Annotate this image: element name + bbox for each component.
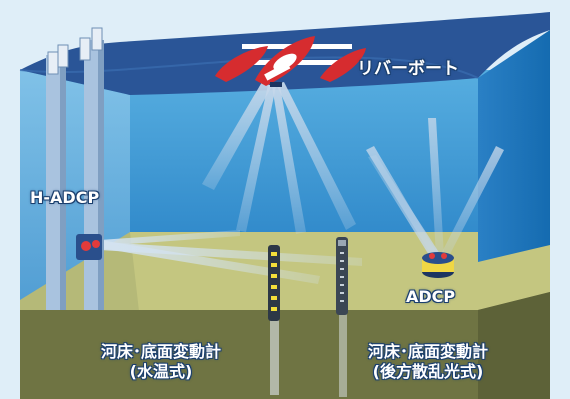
river-boat-label: リバーボート bbox=[357, 59, 459, 79]
bed-gauge-backscatter bbox=[336, 237, 348, 397]
adcp-device bbox=[422, 252, 454, 278]
bed-gauge-temperature-label-line2: (水温式) bbox=[129, 362, 193, 381]
river-boat-beams bbox=[202, 82, 356, 234]
sediment-layer bbox=[20, 292, 550, 399]
adcp-beams bbox=[366, 118, 504, 260]
bed-gauge-backscatter-label-line2: (後方散乱光式) bbox=[372, 362, 484, 381]
h-adcp-device bbox=[76, 234, 102, 260]
adcp-label: ADCP bbox=[406, 287, 456, 306]
sediment-side bbox=[478, 292, 550, 399]
river-boat bbox=[215, 36, 366, 87]
bed-gauge-backscatter-label: 河床･底面変動計 (後方散乱光式) bbox=[342, 342, 514, 382]
bed-gauge-temperature-label: 河床･底面変動計 (水温式) bbox=[86, 342, 236, 382]
bed-gauge-temperature bbox=[268, 245, 280, 395]
h-adcp-label: H-ADCP bbox=[30, 188, 100, 207]
bed-gauge-backscatter-label-line1: 河床･底面変動計 bbox=[367, 342, 488, 361]
h-adcp-beams bbox=[100, 230, 362, 284]
bed-gauge-temperature-label-line1: 河床･底面変動計 bbox=[100, 342, 221, 361]
